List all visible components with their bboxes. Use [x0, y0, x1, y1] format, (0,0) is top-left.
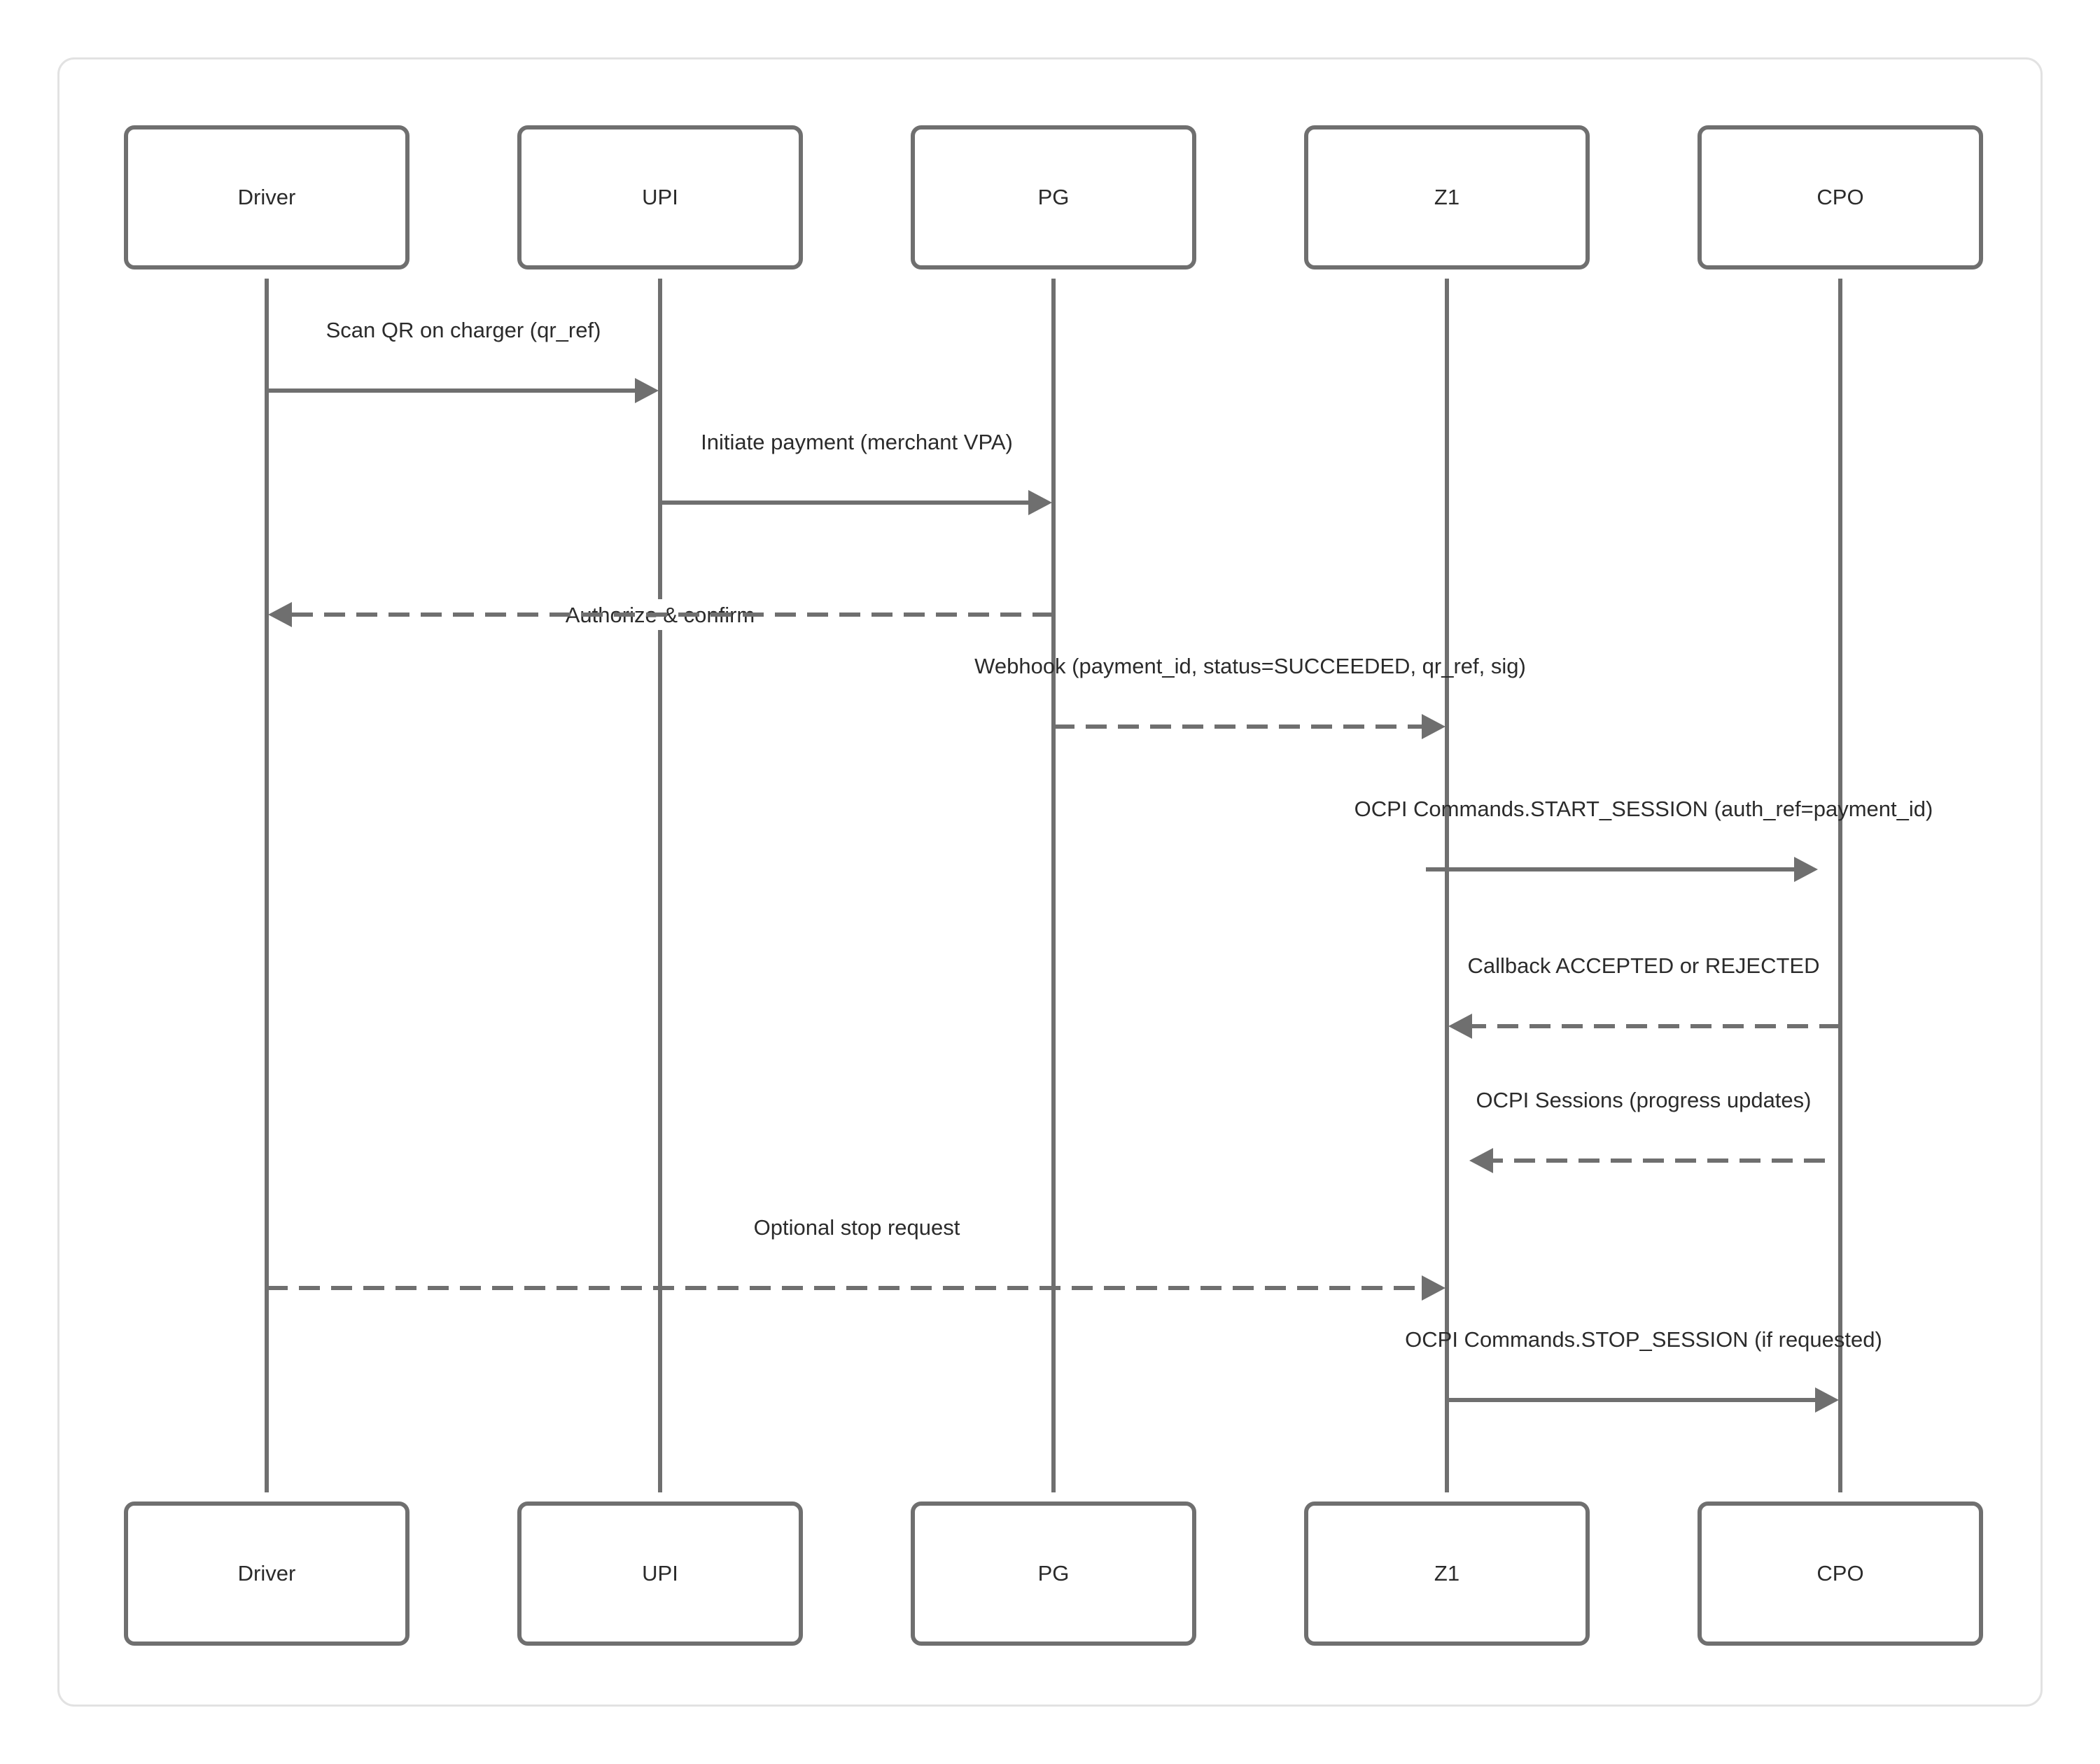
participant-box [124, 1502, 410, 1646]
participant-label: Driver [238, 185, 296, 209]
participant-bottom-driver: Driver [124, 1502, 410, 1646]
participant-label: PG [1038, 185, 1070, 209]
arrowhead-icon [1794, 857, 1818, 882]
participant-box [1304, 125, 1590, 270]
message-5: OCPI Commands.START_SESSION (auth_ref=pa… [1354, 797, 1933, 882]
participant-top-upi: UPI [517, 125, 803, 270]
participant-label: Driver [238, 1561, 296, 1586]
participant-top-z1: Z1 [1304, 125, 1590, 270]
participant-label: UPI [642, 1561, 678, 1586]
message-4: Webhook (payment_id, status=SUCCEEDED, q… [974, 654, 1526, 739]
participant-label: CPO [1816, 185, 1863, 209]
participant-box [1304, 1502, 1590, 1646]
participant-label: UPI [642, 185, 678, 209]
arrowhead-icon [1448, 1014, 1472, 1039]
participant-bottom-z1: Z1 [1304, 1502, 1590, 1646]
message-label: OCPI Commands.START_SESSION (auth_ref=pa… [1354, 797, 1933, 821]
diagram-frame [57, 57, 2043, 1707]
arrowhead-icon [635, 378, 659, 403]
arrowhead-icon [268, 602, 292, 627]
participant-box [1698, 125, 1983, 270]
arrowhead-icon [1028, 490, 1052, 515]
participant-box [124, 125, 410, 270]
messages: Scan QR on charger (qr_ref) Initiate paym… [267, 318, 1933, 1413]
participant-top-pg: PG [911, 125, 1196, 270]
message-2: Initiate payment (merchant VPA) [660, 430, 1052, 515]
participant-label: PG [1038, 1561, 1070, 1586]
participant-label: Z1 [1434, 185, 1460, 209]
message-label: Webhook (payment_id, status=SUCCEEDED, q… [974, 654, 1526, 678]
participant-top-cpo: CPO [1698, 125, 1983, 270]
message-label: Callback ACCEPTED or REJECTED [1467, 953, 1819, 978]
participant-box [517, 1502, 803, 1646]
message-label: Optional stop request [754, 1215, 960, 1240]
message-label: Initiate payment (merchant VPA) [701, 430, 1013, 454]
participant-bottom-pg: PG [911, 1502, 1196, 1646]
message-8: Optional stop request [267, 1215, 1446, 1301]
participant-top-driver: Driver [124, 125, 410, 270]
participant-box [911, 1502, 1196, 1646]
message-1: Scan QR on charger (qr_ref) [267, 318, 659, 403]
message-label: Scan QR on charger (qr_ref) [326, 318, 601, 342]
participant-box [1698, 1502, 1983, 1646]
message-3: Authorize & confirm [268, 599, 1054, 630]
message-label: OCPI Commands.STOP_SESSION (if requested… [1405, 1327, 1882, 1352]
message-label: OCPI Sessions (progress updates) [1476, 1088, 1812, 1112]
message-7: OCPI Sessions (progress updates) [1469, 1088, 1825, 1173]
arrowhead-icon [1422, 1275, 1446, 1301]
lifelines [265, 279, 1842, 1492]
arrowhead-icon [1815, 1387, 1839, 1413]
message-6: Callback ACCEPTED or REJECTED [1448, 953, 1840, 1039]
participant-label: CPO [1816, 1561, 1863, 1586]
participant-box [911, 125, 1196, 270]
participant-bottom-upi: UPI [517, 1502, 803, 1646]
arrowhead-icon [1422, 714, 1446, 739]
participant-label: Z1 [1434, 1561, 1460, 1586]
message-9: OCPI Commands.STOP_SESSION (if requested… [1405, 1327, 1882, 1413]
arrowhead-icon [1469, 1148, 1493, 1173]
participant-box [517, 125, 803, 270]
participant-bottom-cpo: CPO [1698, 1502, 1983, 1646]
